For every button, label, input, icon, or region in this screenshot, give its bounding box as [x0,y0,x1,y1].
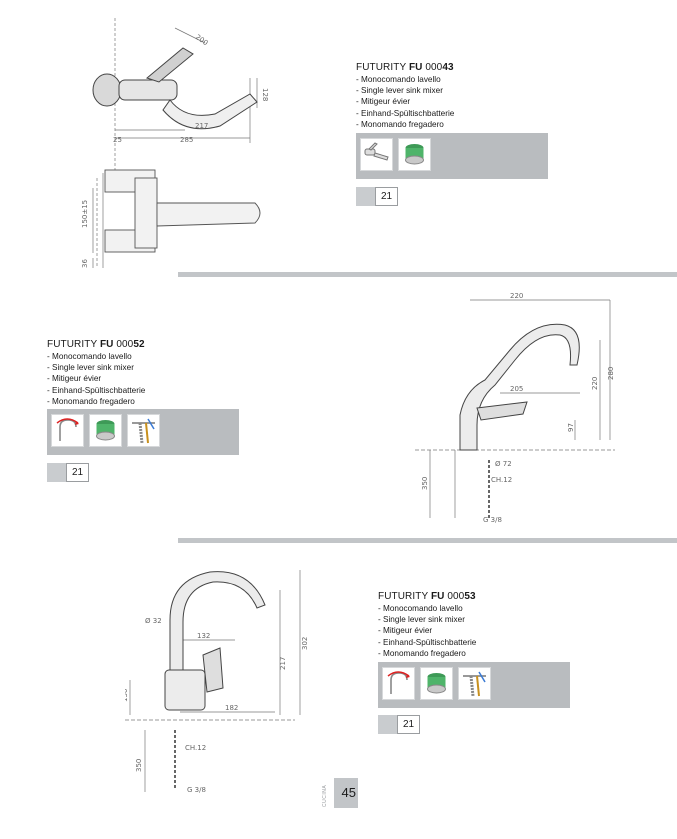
product-brand: FU [99,339,114,350]
dim-label: 25 [113,136,122,144]
product-brand: FU [408,62,423,73]
drawing-sink-mixer-52: 220 205 280 220 97 Ø 72 CH.12 350 G 3/8 [415,292,615,524]
dim-label: 280 [607,367,615,380]
aerator-icon [420,667,453,700]
page-reference: 21 [378,715,420,734]
flexible-hose-icon [458,667,491,700]
page-ref-swatch [47,463,66,482]
description-item: Monocomando lavello [356,74,556,85]
description-item: Mitigeur évier [47,373,247,384]
feature-icon-panel [47,409,239,455]
dim-label: Ø 72 [495,460,512,468]
description-item: Monomando fregadero [47,396,247,407]
description-item: Einhand-Spültischbatterie [378,637,578,648]
product-brand: FU [430,591,445,602]
dim-label: 217 [279,657,287,670]
product-fu00043: FUTURITY FU 00043 Monocomando lavello Si… [356,61,556,130]
feature-icon-panel [356,133,548,179]
section-divider [178,272,677,277]
product-code-suffix: 43 [442,62,454,73]
dim-label: 217 [195,122,208,130]
product-code-prefix: 000 [444,591,465,602]
dim-label: 136 [125,688,129,702]
description-item: Monocomando lavello [47,351,247,362]
dim-label: 302 [301,637,309,650]
dim-label: 350 [135,759,143,772]
swivel-spout-icon [382,667,415,700]
aerator-icon [89,414,122,447]
dim-label: CH.12 [185,744,206,752]
product-fu00052: FUTURITY FU 00052 Monocomando lavello Si… [47,338,247,407]
page-ref-swatch [356,187,375,206]
product-series: FUTURITY [378,591,431,602]
product-fu00053: FUTURITY FU 00053 Monocomando lavello Si… [378,590,578,659]
product-code-suffix: 53 [464,591,476,602]
flexible-hose-icon [127,414,160,447]
dim-label: 285 [180,136,193,144]
drawing-sink-mixer-53: 132 182 217 302 Ø 32 CH.12 G 3/8 136 350 [125,570,309,794]
wall-mixer-icon [360,138,393,171]
dim-label: G 3/8 [483,516,502,524]
description-item: Einhand-Spültischbatterie [356,108,556,119]
dim-label: 200 [194,33,210,47]
product-title: FUTURITY FU 00053 [378,590,578,603]
dim-label: 150±15 [81,200,89,228]
description-item: Monomando fregadero [356,119,556,130]
drawing-wall-mixer: 200 217 285 25 128 150±15 36 [81,18,269,268]
dim-label: 128 [261,88,269,101]
aerator-icon [398,138,431,171]
page-reference: 21 [47,463,89,482]
dim-label: 220 [510,292,523,300]
description-item: Single lever sink mixer [356,85,556,96]
dim-label: 205 [510,385,523,393]
product-title: FUTURITY FU 00052 [47,338,247,351]
description-item: Einhand-Spültischbatterie [47,385,247,396]
page-ref-number: 21 [375,187,398,206]
product-code-prefix: 000 [422,62,443,73]
dim-label: Ø 32 [145,617,162,625]
dim-label: 36 [81,259,89,268]
section-spine-label: CUCINA [322,784,328,807]
page-number: 45 [334,778,358,808]
description-list: Monocomando lavello Single lever sink mi… [47,351,247,407]
dim-label: 220 [591,377,599,390]
feature-icon-panel [378,662,570,708]
product-series: FUTURITY [47,339,100,350]
section-divider [178,538,677,543]
dim-label: 97 [567,423,575,432]
product-code-prefix: 000 [113,339,134,350]
swivel-spout-icon [51,414,84,447]
dim-label: 132 [197,632,210,640]
description-list: Monocomando lavello Single lever sink mi… [356,74,556,130]
dim-label: 350 [421,477,429,490]
product-series: FUTURITY [356,62,409,73]
description-item: Mitigeur évier [356,96,556,107]
page-reference: 21 [356,187,398,206]
dim-label: CH.12 [491,476,512,484]
page-ref-number: 21 [397,715,420,734]
product-title: FUTURITY FU 00043 [356,61,556,74]
description-item: Mitigeur évier [378,625,578,636]
description-item: Monocomando lavello [378,603,578,614]
description-item: Single lever sink mixer [378,614,578,625]
dim-label: G 3/8 [187,786,206,794]
page-ref-number: 21 [66,463,89,482]
page-ref-swatch [378,715,397,734]
description-item: Single lever sink mixer [47,362,247,373]
dim-label: 182 [225,704,238,712]
product-code-suffix: 52 [133,339,145,350]
description-list: Monocomando lavello Single lever sink mi… [378,603,578,659]
description-item: Monomando fregadero [378,648,578,659]
